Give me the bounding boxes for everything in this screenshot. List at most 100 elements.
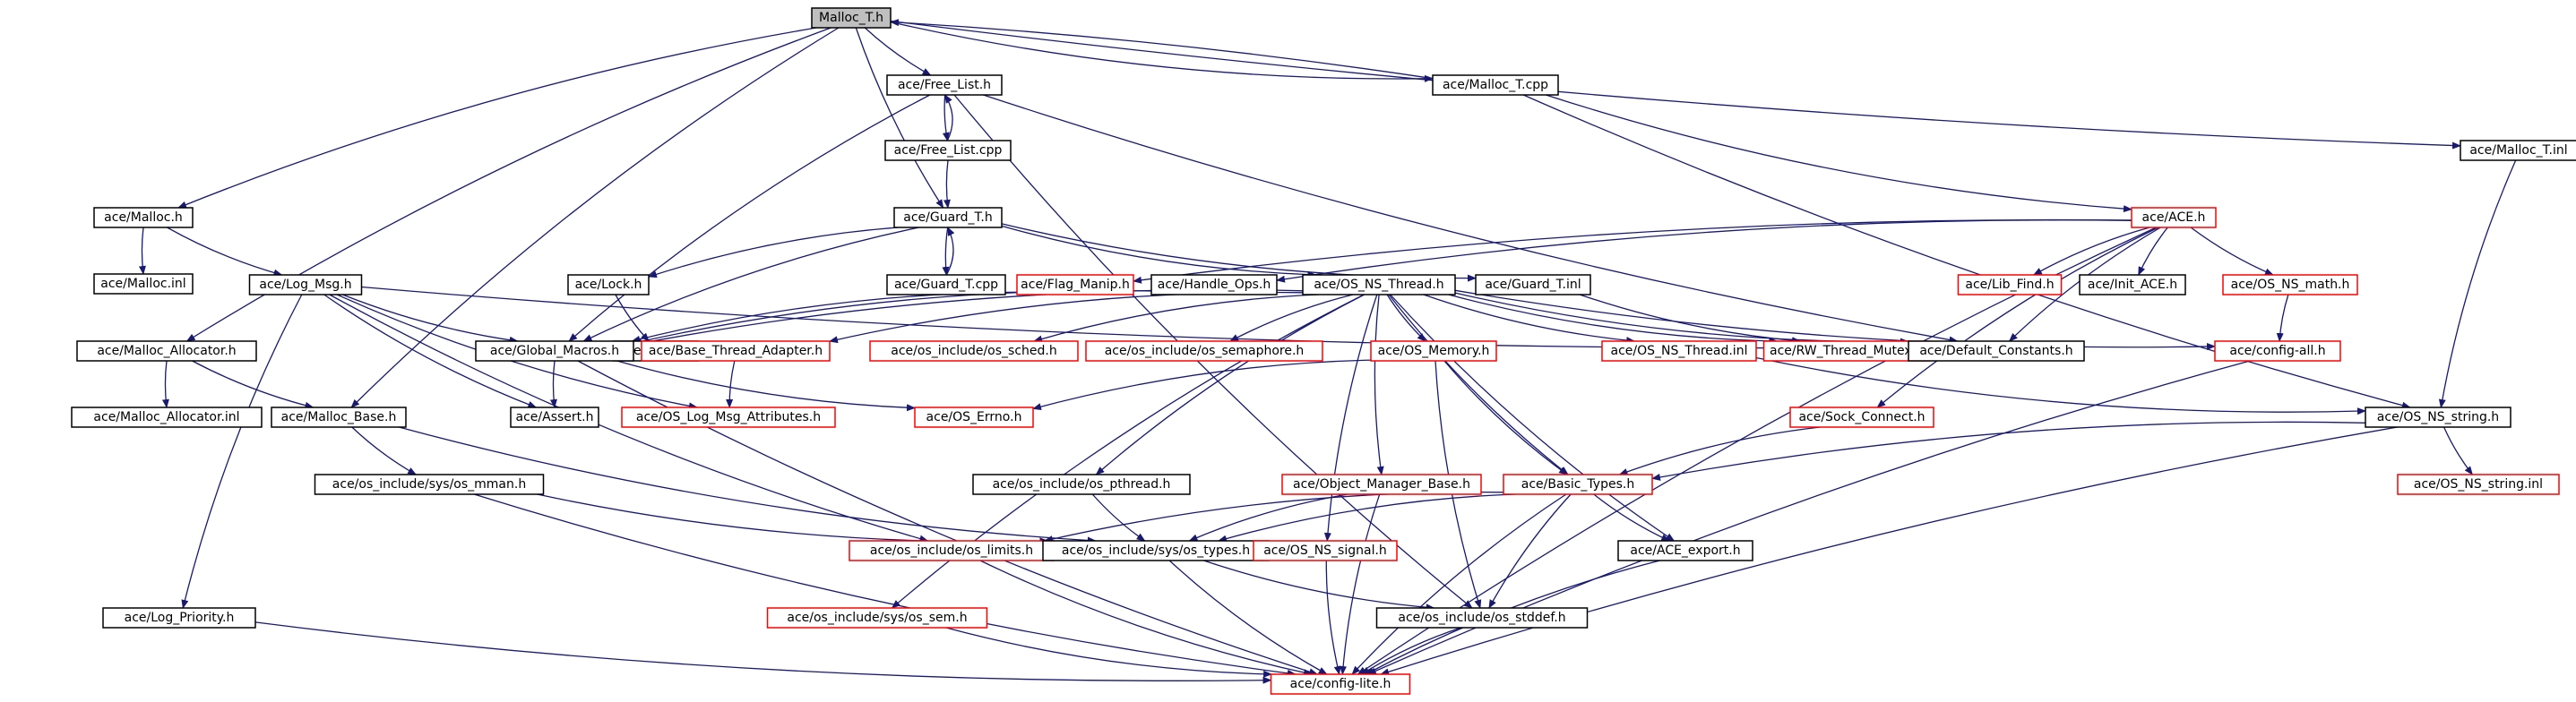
edge-os_memory_h-to-os_errno_h (1032, 359, 1372, 411)
edge-os_ns_math_h-to-config_all_h (2276, 294, 2289, 342)
node-guard-t-inl[interactable]: ace/Guard_T.inl (1475, 274, 1591, 295)
node-malloc-t-inl[interactable]: ace/Malloc_T.inl (2460, 140, 2576, 161)
node-os-limits-h[interactable]: ace/os_include/os_limits.h (849, 540, 1055, 561)
node-assert-h[interactable]: ace/Assert.h (510, 407, 599, 428)
node-ace-h[interactable]: ace/ACE.h (2131, 207, 2217, 228)
edge-global_macros_h-to-assert_h (549, 360, 557, 408)
node-label: ace/config-lite.h (1290, 677, 1391, 691)
node-label: ace/Malloc.inl (100, 277, 185, 291)
edge-malloc_base_h-to-sys_os_types_h (399, 426, 1097, 544)
edge-log_msg_h-to-global_macros_h (342, 294, 519, 344)
edge-log_msg_h-to-os_limits_h (329, 294, 929, 543)
edge-lock_h-to-lock_inl (615, 294, 650, 342)
node-box (102, 607, 256, 629)
edge-sys_os_sem_h-to-config_lite_h (945, 627, 1273, 678)
node-os-ns-string-inl[interactable]: ace/OS_NS_string.inl (2397, 474, 2560, 495)
node-label: ace/os_include/sys/os_sem.h (787, 611, 967, 625)
edge-os_ns_thread_h-to-os_ns_signal_h (1323, 294, 1378, 542)
edge-os_ns_thread_h-to-rw_thread_mutex_h (1448, 294, 1779, 345)
node-box (886, 274, 1006, 295)
edge-log_msg_h-to-default_constants_h (361, 286, 1909, 352)
node-handle-ops-h[interactable]: ace/Handle_Ops.h (1150, 274, 1278, 295)
node-os-errno-h[interactable]: ace/OS_Errno.h (914, 407, 1034, 428)
node-box (93, 207, 194, 228)
node-free-list-cpp[interactable]: ace/Free_List.cpp (884, 140, 1012, 161)
node-os-semaphore-h[interactable]: ace/os_include/os_semaphore.h (1085, 340, 1323, 362)
node-os-log-msg-attributes-h[interactable]: ace/OS_Log_Msg_Attributes.h (621, 407, 836, 428)
node-lock-h[interactable]: ace/Lock.h (567, 274, 650, 295)
node-os-ns-thread-inl[interactable]: ace/OS_NS_Thread.inl (1601, 340, 1757, 362)
node-init-ace-h[interactable]: ace/Init_ACE.h (2079, 274, 2186, 295)
node-log-priority-h[interactable]: ace/Log_Priority.h (102, 607, 256, 629)
node-malloc-allocator-h[interactable]: ace/Malloc_Allocator.h (76, 340, 257, 362)
node-object-manager-base-h[interactable]: ace/Object_Manager_Base.h (1281, 474, 1482, 495)
node-box (1281, 474, 1482, 495)
node-label: ace/Free_List.h (898, 78, 991, 92)
node-label: ace/Malloc_Allocator.h (97, 344, 236, 358)
node-os-sched-h[interactable]: ace/os_include/os_sched.h (869, 340, 1079, 362)
node-sys-os-sem-h[interactable]: ace/os_include/sys/os_sem.h (766, 607, 988, 629)
node-log-msg-h[interactable]: ace/Log_Msg.h (248, 274, 363, 295)
edge-ace_h-to-init_ace_h (2138, 227, 2168, 276)
node-guard-t-h[interactable]: ace/Guard_T.h (893, 207, 1003, 228)
node-label: ace/OS_NS_signal.h (1263, 544, 1387, 558)
edge-os_ns_signal_h-to-config_lite_h (1325, 560, 1341, 675)
edge-free_list_h-to-global_macros_h (568, 94, 931, 342)
node-malloc-base-h[interactable]: ace/Malloc_Base.h (271, 407, 407, 428)
node-rw-thread-mutex-h[interactable]: ace/RW_Thread_Mutex.h (1762, 340, 1931, 362)
node-global-macros-h[interactable]: ace/Global_Macros.h (475, 340, 634, 362)
node-malloc-allocator-inl[interactable]: ace/Malloc_Allocator.inl (71, 407, 263, 428)
node-lib-find-h[interactable]: ace/Lib_Find.h (1957, 274, 2063, 295)
node-os-ns-math-h[interactable]: ace/OS_NS_math.h (2222, 274, 2358, 295)
node-os-stddef-h[interactable]: ace/os_include/os_stddef.h (1375, 607, 1589, 629)
node-box (1253, 540, 1398, 561)
edge-basic_types_h-to-sys_os_types_h (1218, 493, 1516, 543)
node-os-ns-string-h[interactable]: ace/OS_NS_string.h (2365, 407, 2511, 428)
node-label: ace/os_include/os_sched.h (891, 344, 1056, 358)
node-sys-os-types-h[interactable]: ace/os_include/sys/os_types.h (1042, 540, 1270, 561)
node-config-lite-h[interactable]: ace/config-lite.h (1270, 673, 1411, 695)
node-label: ace/Guard_T.cpp (894, 278, 998, 292)
node-box (2131, 207, 2217, 228)
edge-log_priority_h-to-config_lite_h (254, 621, 1272, 684)
node-label: ace/OS_NS_math.h (2231, 278, 2350, 292)
node-malloc-t-h[interactable]: Malloc_T.h (811, 7, 892, 29)
node-ace-export-h[interactable]: ace/ACE_export.h (1617, 540, 1753, 561)
edge-os_ns_thread_h-to-basic_types_h (1388, 294, 1569, 475)
node-box (914, 407, 1034, 428)
node-box (2079, 274, 2186, 295)
node-default-constants-h[interactable]: ace/Default_Constants.h (1908, 340, 2085, 362)
node-flag-manip-h[interactable]: ace/Flag_Manip.h (1016, 274, 1134, 295)
edge-os_stddef_h-to-config_lite_h (1360, 627, 1461, 675)
edge-os_ns_string_h-to-os_ns_string_inl (2443, 426, 2474, 475)
node-label: ace/os_include/os_semaphore.h (1105, 344, 1305, 358)
edge-malloc_t_h-to-malloc_t_cpp (890, 21, 1434, 82)
edge-os_ns_thread_h-to-global_macros_h (633, 288, 1304, 347)
edge-basic_types_h-to-config_lite_h (1351, 493, 1567, 675)
node-label: ace/Lock.h (575, 278, 642, 292)
node-box (621, 407, 836, 428)
node-free-list-h[interactable]: ace/Free_List.h (886, 74, 1003, 96)
node-os-memory-h[interactable]: ace/OS_Memory.h (1370, 340, 1497, 362)
node-basic-types-h[interactable]: ace/Basic_Types.h (1503, 474, 1653, 495)
node-os-ns-thread-h[interactable]: ace/OS_NS_Thread.h (1302, 274, 1456, 295)
edge-guard_t_h-to-global_macros_h (582, 227, 919, 342)
node-malloc-h[interactable]: ace/Malloc.h (93, 207, 194, 228)
node-guard-t-cpp[interactable]: ace/Guard_T.cpp (886, 274, 1006, 295)
node-label: ace/ACE_export.h (1630, 544, 1740, 558)
node-os-pthread-h[interactable]: ace/os_include/os_pthread.h (972, 474, 1191, 495)
node-box (271, 407, 407, 428)
node-malloc-t-cpp[interactable]: ace/Malloc_T.cpp (1432, 74, 1559, 96)
node-label: ace/RW_Thread_Mutex.h (1770, 344, 1924, 358)
node-malloc-inl[interactable]: ace/Malloc.inl (93, 273, 194, 295)
node-os-ns-signal-h[interactable]: ace/OS_NS_signal.h (1253, 540, 1398, 561)
node-label: ace/Handle_Ops.h (1158, 278, 1271, 292)
node-label: ace/Assert.h (516, 410, 594, 424)
node-config-all-h[interactable]: ace/config-all.h (2214, 340, 2341, 362)
node-sock-connect-h[interactable]: ace/Sock_Connect.h (1789, 407, 1934, 428)
edge-guard_t_h-to-os_ns_thread_h (1001, 225, 1317, 278)
node-sys-os-mman-h[interactable]: ace/os_include/sys/os_mman.h (314, 474, 545, 495)
node-box (1789, 407, 1934, 428)
node-base-thread-adapter-h[interactable]: ace/Base_Thread_Adapter.h (641, 340, 831, 362)
